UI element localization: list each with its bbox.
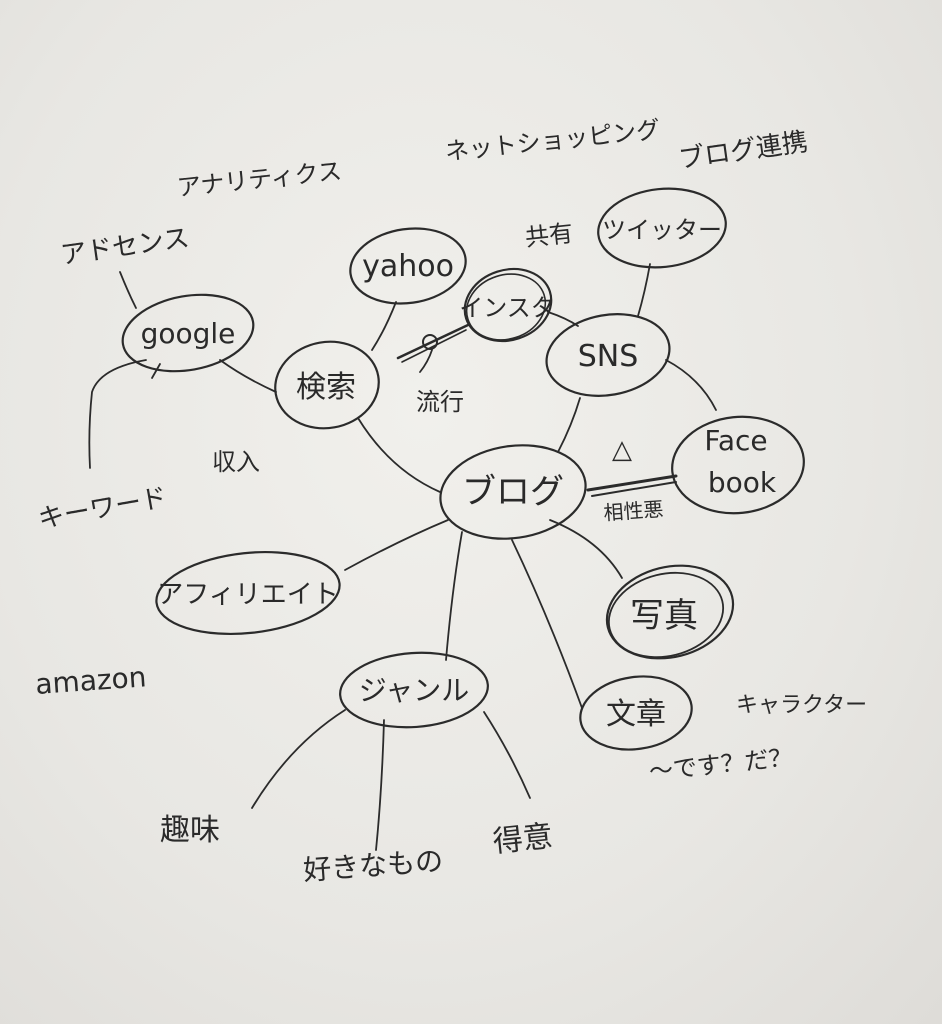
node-affiliate-label: アフィリエイト [157, 580, 338, 610]
label-specialty: 得意 [491, 819, 554, 860]
node-twitter-label: ツイッター [602, 216, 722, 244]
label-compatibility: 相性悪 [603, 497, 665, 525]
node-blog-label: ブログ [462, 472, 564, 512]
node-genre-label: ジャンル [359, 674, 470, 707]
node-yahoo-label: yahoo [362, 249, 454, 284]
label-triangle: △ [612, 435, 632, 465]
node-search-label: 検索 [296, 370, 356, 405]
free-labels: アドセンス アナリティクス ネットショッピング ブログ連携 共有 流行 収入 キ… [34, 116, 867, 887]
label-share: 共有 [524, 219, 575, 252]
label-income: 収入 [212, 448, 260, 476]
trend-marker [422, 334, 438, 350]
node-affiliate [155, 550, 341, 636]
node-google-label: google [141, 317, 236, 350]
edge-blog-facebook [586, 474, 678, 492]
node-blog [439, 444, 587, 540]
edge-search-google [219, 359, 277, 393]
node-sns-label: SNS [578, 339, 639, 374]
edge-blog-genre [445, 531, 463, 661]
edge-search-insta [396, 323, 470, 360]
label-adsense: アドセンス [59, 223, 191, 271]
edge-google-keyword [88, 359, 147, 469]
node-text [579, 675, 693, 751]
label-hobby: 趣味 [160, 813, 220, 848]
edge-genre-specialty [483, 711, 531, 799]
label-blog-link: ブログ連携 [677, 127, 810, 175]
label-analytics: アナリティクス [176, 157, 343, 202]
edge-blog-photo [549, 519, 623, 579]
node-facebook-label-2: book [708, 466, 777, 499]
node-search [274, 340, 380, 430]
node-facebook-label-1: Face [704, 424, 767, 457]
label-amazon: amazon [34, 660, 147, 701]
edge-genre-favorites [375, 719, 385, 851]
node-google [121, 293, 255, 373]
edge-sns-facebook [665, 359, 717, 411]
node-insta [463, 267, 553, 343]
node-photo-label: 写真 [630, 596, 698, 636]
node-sns [545, 313, 671, 397]
node-text-label: 文章 [606, 697, 666, 732]
edge-blog-search [357, 417, 441, 493]
edge-blog-affiliate [344, 519, 449, 571]
edge-sns-twitter [637, 263, 651, 317]
edge-search-yahoo [371, 301, 397, 351]
label-trend: 流行 [416, 388, 464, 416]
edge-google-adsense [119, 271, 137, 309]
node-twitter [597, 187, 727, 269]
edges [88, 263, 717, 851]
node-yahoo [349, 227, 467, 305]
node-photo [605, 564, 735, 660]
edge-blog-sns [557, 397, 581, 453]
label-desu-da: 〜です？だ？ [648, 743, 794, 786]
node-insta-label: インスタ [459, 294, 555, 322]
node-facebook [671, 415, 805, 515]
label-keyword: キーワード [36, 483, 169, 535]
label-favorites: 好きなもの [302, 844, 444, 887]
label-net-shopping: ネットショッピング [444, 116, 662, 166]
label-character: キャラクター [736, 693, 867, 718]
nodes: ブログ 検索 yahoo google インスタ SNS ツイッター Face … [121, 187, 805, 751]
edge-blog-text [511, 539, 583, 709]
node-genre [339, 651, 489, 729]
edge-genre-hobby [251, 709, 346, 809]
